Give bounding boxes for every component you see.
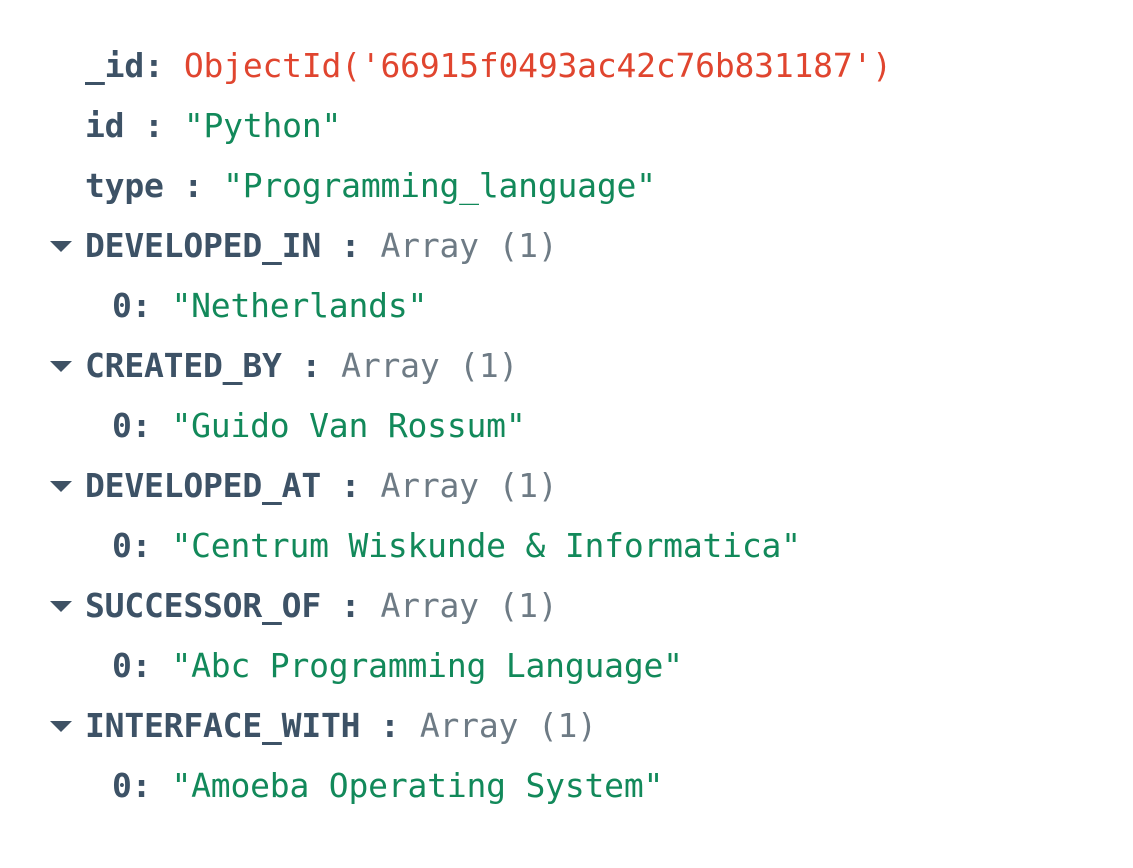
array-item-row[interactable]: 0: "Amoeba Operating System" (0, 756, 1133, 816)
chevron-down-icon[interactable] (50, 601, 72, 612)
field-key-label: INTERFACE_WITH (85, 706, 361, 745)
key-value-separator: : (321, 226, 361, 265)
field-key-label: SUCCESSOR_OF (85, 586, 322, 625)
key-value-separator: : (124, 106, 164, 145)
document-field-row[interactable]: _id: ObjectId('66915f0493ac42c76b831187') (0, 36, 1133, 96)
key-value-separator: : (131, 526, 152, 565)
field-key-label: DEVELOPED_AT (85, 466, 322, 505)
key-value-separator: : (163, 166, 204, 205)
array-item-row[interactable]: 0: "Guido Van Rossum" (0, 396, 1133, 456)
row-content: DEVELOPED_AT : Array (1) (0, 456, 558, 516)
field-value-string: "Programming_language" (223, 166, 656, 205)
field-value-string: "Python" (183, 106, 342, 145)
row-content: INTERFACE_WITH : Array (1) (0, 696, 597, 756)
field-value-meta: Array (1) (380, 226, 558, 265)
key-value-separator: : (131, 406, 152, 445)
array-index-label: 0 (112, 646, 132, 685)
row-content: 0: "Abc Programming Language" (0, 636, 683, 696)
key-value-separator: : (281, 346, 322, 385)
chevron-down-icon[interactable] (50, 241, 72, 252)
key-value-separator: : (131, 766, 152, 805)
row-content: type : "Programming_language" (0, 156, 656, 216)
field-value-string: "Centrum Wiskunde & Informatica" (171, 526, 801, 565)
array-index-label: 0 (112, 406, 132, 445)
field-value-objectid: ObjectId('66915f0493ac42c76b831187') (183, 46, 892, 85)
field-key-label: type (85, 166, 164, 205)
document-field-row[interactable]: DEVELOPED_AT : Array (1) (0, 456, 1133, 516)
document-field-row[interactable]: DEVELOPED_IN : Array (1) (0, 216, 1133, 276)
key-value-separator: : (321, 586, 361, 625)
key-value-separator: : (131, 286, 152, 325)
row-content: 0: "Guido Van Rossum" (0, 396, 526, 456)
row-content: SUCCESSOR_OF : Array (1) (0, 576, 558, 636)
field-value-string: "Guido Van Rossum" (171, 406, 526, 445)
row-content: CREATED_BY : Array (1) (0, 336, 518, 396)
array-index-label: 0 (112, 766, 132, 805)
chevron-down-icon[interactable] (50, 721, 72, 732)
chevron-down-icon[interactable] (50, 481, 72, 492)
row-content: 0: "Centrum Wiskunde & Informatica" (0, 516, 801, 576)
key-value-separator: : (144, 46, 164, 85)
field-value-meta: Array (1) (380, 466, 558, 505)
array-item-row[interactable]: 0: "Centrum Wiskunde & Informatica" (0, 516, 1133, 576)
field-key-label: CREATED_BY (85, 346, 282, 385)
array-index-label: 0 (112, 286, 132, 325)
key-value-separator: : (360, 706, 400, 745)
row-content: 0: "Netherlands" (0, 276, 427, 336)
document-field-row[interactable]: id : "Python" (0, 96, 1133, 156)
chevron-down-icon[interactable] (50, 361, 72, 372)
field-value-string: "Abc Programming Language" (171, 646, 683, 685)
row-content: DEVELOPED_IN : Array (1) (0, 216, 558, 276)
field-value-meta: Array (1) (419, 706, 597, 745)
row-content: id : "Python" (0, 96, 341, 156)
array-index-label: 0 (112, 526, 132, 565)
key-value-separator: : (131, 646, 152, 685)
row-content: _id: ObjectId('66915f0493ac42c76b831187') (0, 36, 892, 96)
array-item-row[interactable]: 0: "Netherlands" (0, 276, 1133, 336)
document-field-row[interactable]: type : "Programming_language" (0, 156, 1133, 216)
document-field-row[interactable]: INTERFACE_WITH : Array (1) (0, 696, 1133, 756)
field-value-meta: Array (1) (380, 586, 558, 625)
field-key-label: _id (85, 46, 145, 85)
field-value-meta: Array (1) (341, 346, 519, 385)
key-value-separator: : (321, 466, 361, 505)
row-content: 0: "Amoeba Operating System" (0, 756, 663, 816)
field-value-string: "Netherlands" (171, 286, 428, 325)
document-field-row[interactable]: CREATED_BY : Array (1) (0, 336, 1133, 396)
field-key-label: DEVELOPED_IN (85, 226, 322, 265)
array-item-row[interactable]: 0: "Abc Programming Language" (0, 636, 1133, 696)
field-value-string: "Amoeba Operating System" (171, 766, 664, 805)
field-key-label: id (85, 106, 125, 145)
document-field-row[interactable]: SUCCESSOR_OF : Array (1) (0, 576, 1133, 636)
